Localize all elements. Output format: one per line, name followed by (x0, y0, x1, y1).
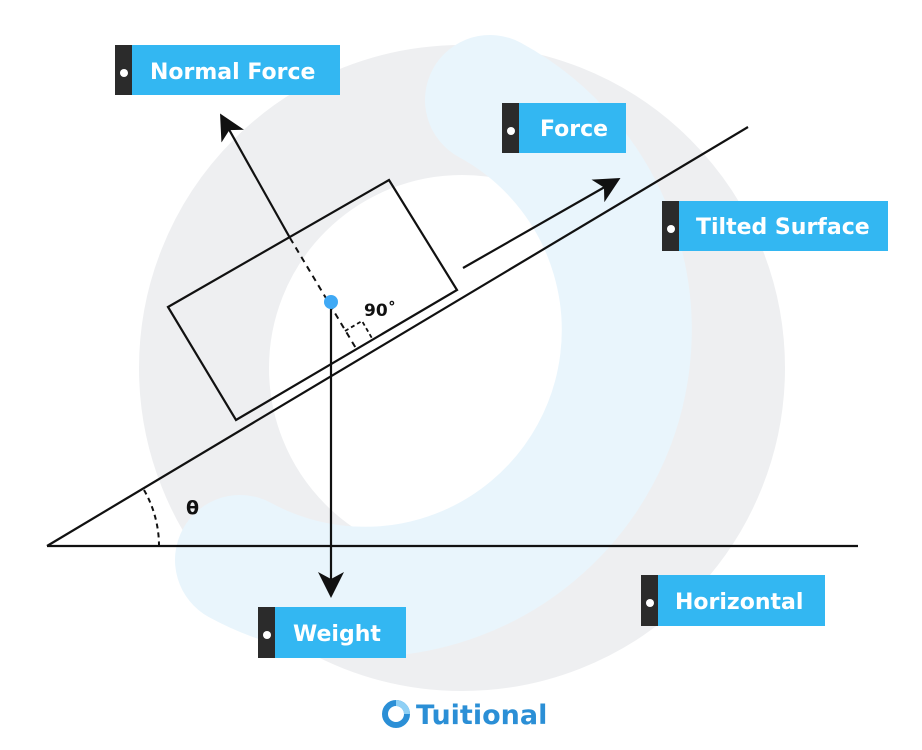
label-horizontal-text: Horizontal (675, 590, 803, 615)
normal-force-arrow (220, 113, 291, 239)
label-normal-force-text: Normal Force (150, 60, 315, 85)
label-horizontal: Horizontal (641, 575, 825, 626)
label-dot (120, 69, 128, 77)
applied-force-arrow (462, 178, 621, 269)
label-box (519, 103, 626, 153)
background-ring-blue (175, 35, 692, 657)
label-normal-force: Normal Force (115, 45, 340, 95)
label-tilted-surface: Tilted Surface (662, 201, 888, 251)
label-dot (646, 599, 654, 607)
label-weight: Weight (258, 607, 406, 658)
label-weight-text: Weight (293, 622, 381, 647)
label-box (679, 201, 888, 251)
theta-label: θ (186, 497, 199, 519)
label-force: Force (502, 103, 626, 153)
label-dot (263, 631, 271, 639)
label-box (275, 607, 406, 658)
brand-name: Tuitional (416, 700, 547, 731)
label-dot (667, 225, 675, 233)
tilted-surface-line (46, 126, 749, 547)
label-force-text: Force (540, 117, 608, 142)
theta-angle-arc (143, 489, 160, 547)
right-angle-label: 90˚ (364, 299, 396, 321)
block-rectangle (166, 178, 459, 422)
brand-logo-accent (395, 700, 410, 715)
label-dot (507, 127, 515, 135)
brand-logo: Tuitional (382, 700, 547, 731)
center-of-mass-dot (324, 295, 338, 309)
label-box (658, 575, 825, 626)
label-tilted-surface-text: Tilted Surface (696, 215, 870, 240)
label-box (132, 45, 340, 95)
